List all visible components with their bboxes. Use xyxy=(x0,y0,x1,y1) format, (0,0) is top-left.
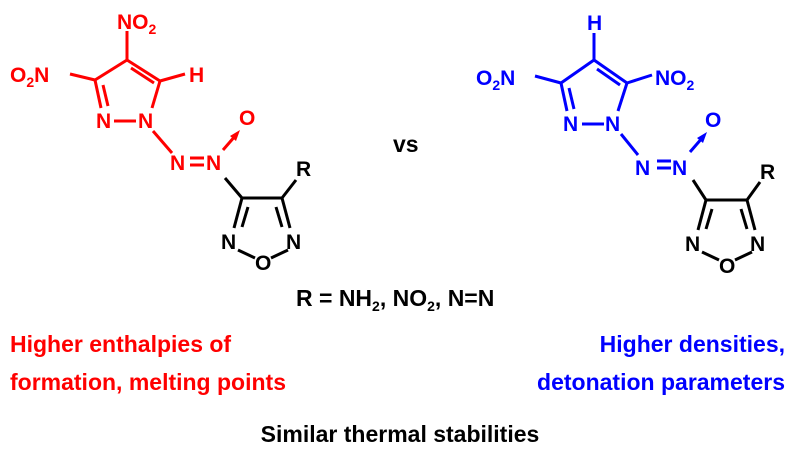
right-azo-n1: N xyxy=(635,157,650,180)
right-pyrazole-bonds xyxy=(534,33,705,170)
substituent-list: R = NH2, NO2, N=N xyxy=(296,285,494,314)
left-azo-n1: N xyxy=(170,152,185,175)
right-ring-n-right: N xyxy=(750,233,765,256)
right-h: H xyxy=(587,12,602,35)
right-nitro-right: NO2 xyxy=(655,67,695,93)
left-nitro-top: NO2 xyxy=(117,11,157,37)
left-oxide-o: O xyxy=(239,107,255,130)
left-furazan-bonds xyxy=(223,177,298,260)
bottom-caption: Similar thermal stabilities xyxy=(261,421,540,447)
left-molecule: NO2 O2N H N N N N O R N N O xyxy=(10,11,311,275)
vs-label: vs xyxy=(393,131,419,157)
right-oxide-o: O xyxy=(705,109,721,132)
left-ring-o: O xyxy=(255,252,271,275)
left-dative-arrowhead xyxy=(230,130,240,141)
left-pyrazole-bonds xyxy=(69,31,238,167)
right-n2: N xyxy=(563,113,578,136)
right-dative-arrowhead xyxy=(697,132,707,143)
right-n1: N xyxy=(605,113,620,136)
right-r: R xyxy=(760,161,775,184)
right-nitro-left: O2N xyxy=(476,67,515,93)
left-h: H xyxy=(189,64,204,87)
right-molecule: H O2N NO2 N N N N O R N N O xyxy=(476,12,775,278)
right-caption-line-2: detonation parameters xyxy=(537,369,785,395)
left-nitro-left: O2N xyxy=(10,64,49,90)
right-azo-n2: N xyxy=(672,157,687,180)
left-n2: N xyxy=(96,110,111,133)
right-furazan-bonds xyxy=(691,179,762,262)
left-ring-n-left: N xyxy=(221,231,236,254)
right-ring-o: O xyxy=(719,255,735,278)
left-ring-n-right: N xyxy=(286,231,301,254)
left-caption-line-2: formation, melting points xyxy=(10,369,286,395)
left-caption-line-1: Higher enthalpies of xyxy=(10,331,231,357)
left-r: R xyxy=(296,158,311,181)
left-n1: N xyxy=(138,110,153,133)
right-ring-n-left: N xyxy=(685,233,700,256)
left-azo-n2: N xyxy=(206,152,221,175)
right-caption-line-1: Higher densities, xyxy=(600,331,785,357)
